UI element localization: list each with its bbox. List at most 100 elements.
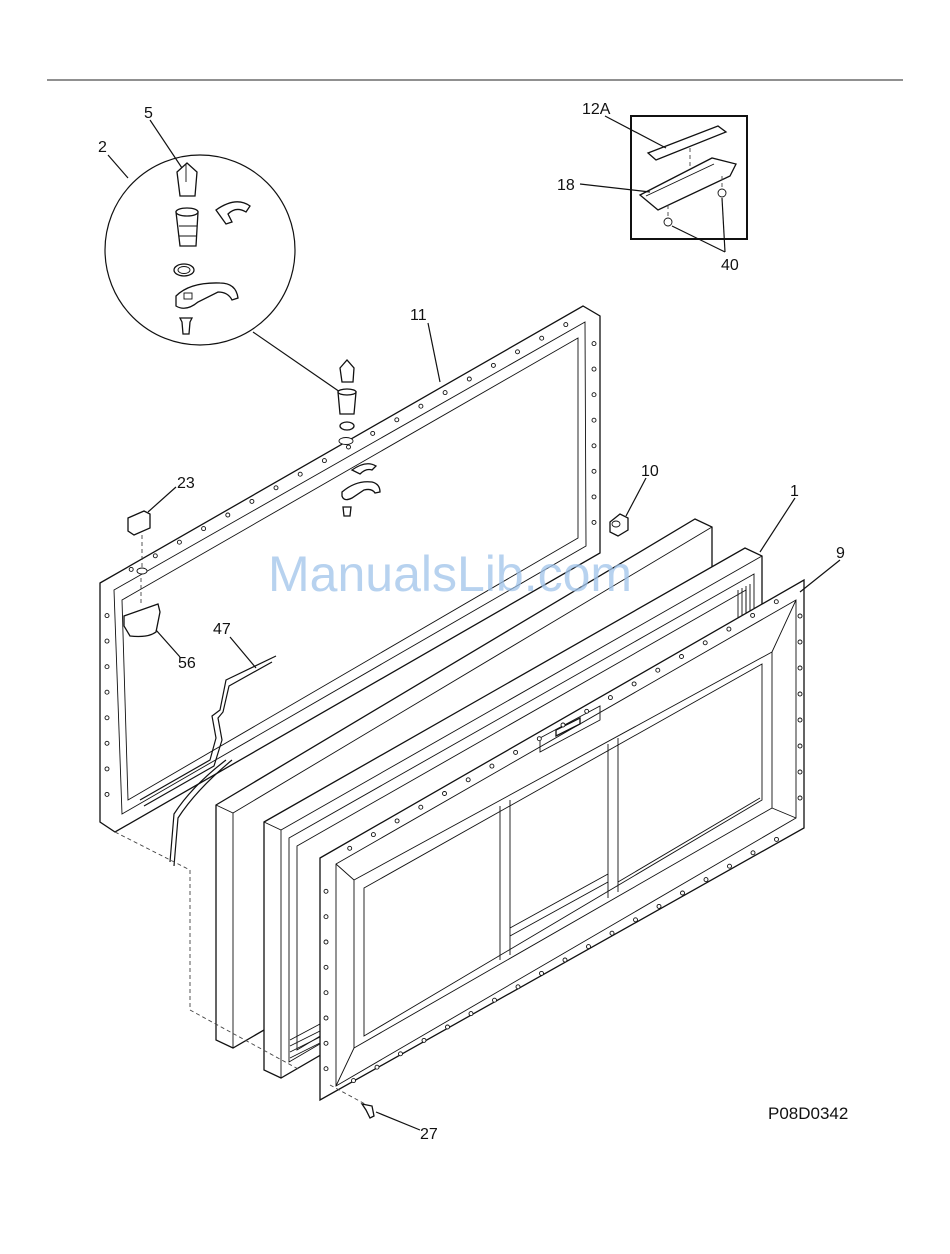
screw-hole (105, 690, 109, 694)
screw-hole (395, 819, 399, 823)
screw-hole (704, 878, 708, 882)
callout-18: 18 (557, 177, 575, 194)
hinge-detail-circle (105, 155, 295, 345)
screw-hole (352, 1079, 356, 1083)
screw-hole (324, 889, 328, 893)
screw-hole (592, 469, 596, 473)
screw-hole (324, 915, 328, 919)
screw-hole (751, 851, 755, 855)
part-10-bumper (610, 514, 628, 536)
screw-hole (798, 718, 802, 722)
screw-hole (592, 393, 596, 397)
screw-hole (105, 639, 109, 643)
screw-hole (419, 805, 423, 809)
screw-hole (751, 613, 755, 617)
screw-hole (728, 864, 732, 868)
screw-hole (298, 472, 302, 476)
callout-12A: 12A (582, 101, 611, 118)
screw-hole (493, 998, 497, 1002)
screw-hole (540, 971, 544, 975)
screw-hole (798, 770, 802, 774)
screw-hole (516, 350, 520, 354)
watermark: ManualsLib.com (268, 546, 632, 602)
screw-hole (399, 1052, 403, 1056)
screw-hole (105, 741, 109, 745)
screw-hole (587, 945, 591, 949)
screw-hole (592, 495, 596, 499)
callout-2: 2 (98, 139, 107, 156)
screw-hole (561, 723, 565, 727)
screw-hole (322, 459, 326, 463)
screw-hole (703, 641, 707, 645)
screw-hole (798, 666, 802, 670)
screw-hole (324, 1067, 328, 1071)
screw-hole (324, 1041, 328, 1045)
screw-hole (798, 744, 802, 748)
screw-hole (798, 640, 802, 644)
detail-leader (253, 332, 340, 392)
screw-hole (324, 965, 328, 969)
screw-hole (129, 567, 133, 571)
screw-hole (564, 323, 568, 327)
screw-hole (446, 1025, 450, 1029)
screw-hole (516, 985, 520, 989)
screw-hole (375, 1065, 379, 1069)
screw-hole (540, 336, 544, 340)
screw-hole (105, 767, 109, 771)
screw-hole (443, 391, 447, 395)
screw-hole (324, 940, 328, 944)
callout-1: 1 (790, 483, 799, 500)
screw-hole (774, 600, 778, 604)
screw-hole (775, 837, 779, 841)
screw-hole (250, 499, 254, 503)
screw-hole (610, 931, 614, 935)
callout-27: 27 (420, 1126, 438, 1143)
screw-hole (592, 444, 596, 448)
screw-hole (537, 737, 541, 741)
screw-hole (371, 431, 375, 435)
screw-hole (585, 709, 589, 713)
screw-hole (177, 540, 181, 544)
screw-hole (563, 958, 567, 962)
screw-hole (798, 614, 802, 618)
callout-10: 10 (641, 463, 659, 480)
screw-hole (592, 520, 596, 524)
screw-hole (105, 792, 109, 796)
callout-23: 23 (177, 475, 195, 492)
screw-hole (466, 778, 470, 782)
screw-hole (395, 418, 399, 422)
screw-hole (348, 846, 352, 850)
screw-hole (153, 554, 157, 558)
screw-hole (632, 682, 636, 686)
screw-hole (105, 614, 109, 618)
screw-hole (105, 665, 109, 669)
callout-47: 47 (213, 621, 231, 638)
screw-hole (274, 486, 278, 490)
screw-hole (657, 904, 661, 908)
callout-56: 56 (178, 655, 196, 672)
screw-hole (727, 627, 731, 631)
screw-hole (347, 445, 351, 449)
screw-hole (443, 792, 447, 796)
callout-9: 9 (836, 545, 845, 562)
screw-hole (656, 668, 660, 672)
screw-hole (371, 833, 375, 837)
callout-40: 40 (721, 257, 739, 274)
screw-hole (324, 991, 328, 995)
screw-hole (491, 363, 495, 367)
screw-hole (490, 764, 494, 768)
screw-hole (226, 513, 230, 517)
screw-hole (608, 696, 612, 700)
part-27-screw (362, 1104, 374, 1118)
screw-hole (798, 692, 802, 696)
callout-11: 11 (410, 307, 427, 324)
screw-hole (680, 655, 684, 659)
drawing-code: P08D0342 (768, 1104, 848, 1123)
screw-hole (467, 377, 471, 381)
screw-hole (634, 918, 638, 922)
screw-hole (105, 716, 109, 720)
screw-hole (202, 527, 206, 531)
screw-hole (422, 1038, 426, 1042)
screw-hole (419, 404, 423, 408)
